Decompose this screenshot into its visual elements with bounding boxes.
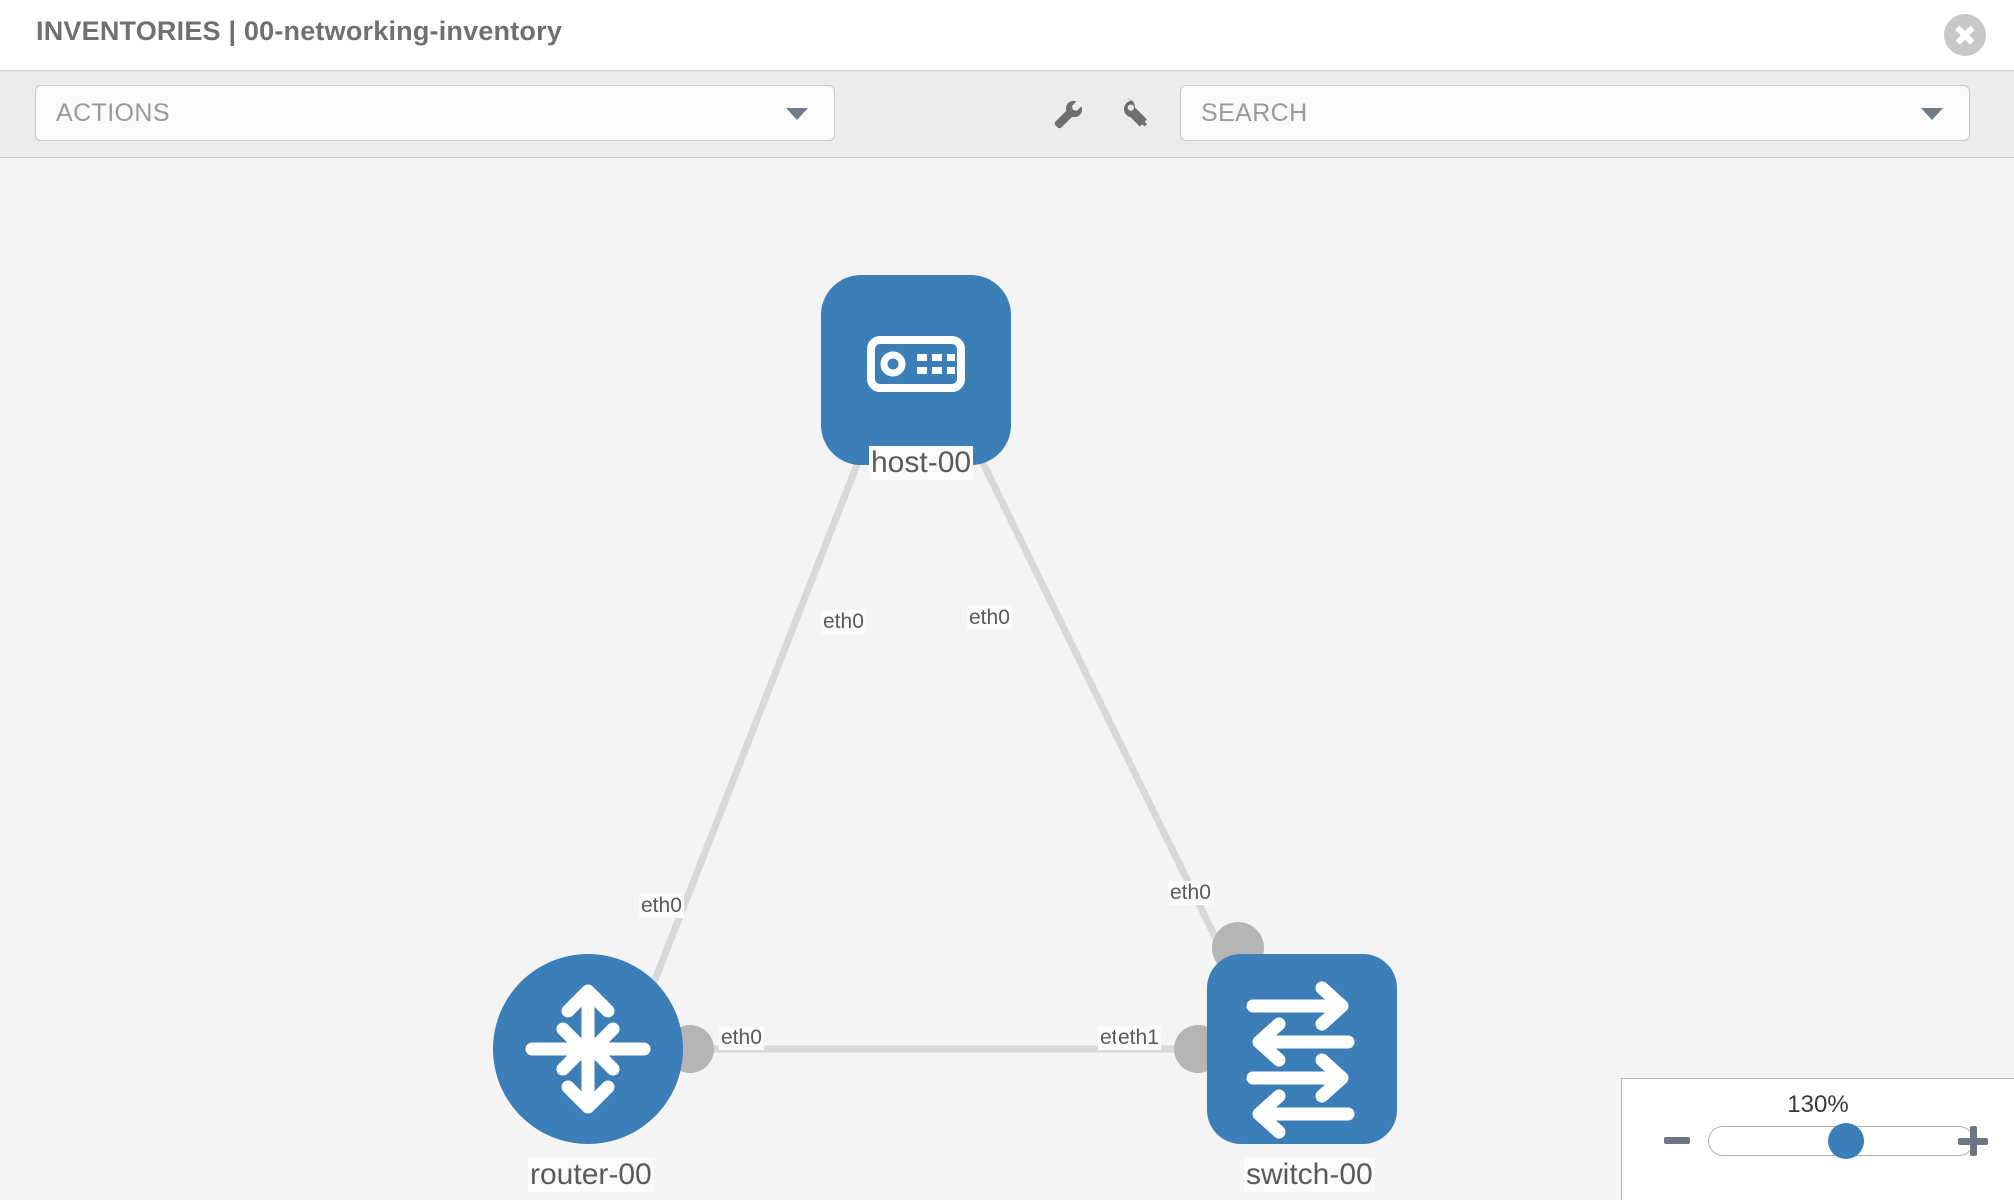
iface-label-switch-uplink: eth0 (1168, 881, 1213, 905)
close-icon[interactable] (1944, 14, 1986, 56)
zoom-control-panel: 130% (1621, 1078, 2014, 1200)
chevron-down-icon[interactable] (1921, 108, 1943, 120)
iface-label-router-uplink: eth0 (639, 894, 684, 918)
iface-label-host-to-router: eth0 (821, 610, 866, 634)
key-icon[interactable] (1118, 97, 1154, 133)
topology-canvas[interactable]: host-00 router-00 switch-00 eth0 eth0 et… (0, 158, 2014, 1200)
zoom-slider-thumb[interactable] (1827, 1123, 1864, 1159)
link-host-router (636, 404, 884, 1020)
node-label-host-00: host-00 (869, 446, 974, 480)
actions-dropdown[interactable]: ACTIONS (35, 85, 835, 141)
chevron-down-icon (786, 108, 808, 120)
iface-label-router-eth0: eth0 (719, 1026, 764, 1050)
search-placeholder: SEARCH (1201, 99, 1308, 127)
node-label-switch-00: switch-00 (1244, 1158, 1375, 1192)
toolbar: ACTIONS SEARCH (0, 70, 2014, 158)
iface-label-switch-eth1: eth1 (1116, 1026, 1161, 1050)
topology-graph[interactable] (0, 158, 2014, 1200)
plus-icon[interactable] (1958, 1126, 1988, 1156)
minus-icon[interactable] (1664, 1137, 1690, 1144)
node-router-00[interactable] (493, 954, 683, 1144)
actions-dropdown-label: ACTIONS (56, 99, 170, 127)
page-header: INVENTORIES | 00-networking-inventory (0, 0, 2014, 70)
zoom-level-label: 130% (1787, 1091, 1849, 1118)
router-arrows-icon (525, 984, 651, 1114)
node-switch-00[interactable] (1207, 954, 1397, 1144)
search-input[interactable]: SEARCH (1180, 85, 1970, 141)
page-title: INVENTORIES | 00-networking-inventory (36, 16, 563, 46)
wrench-icon[interactable] (1050, 97, 1086, 133)
node-label-router-00: router-00 (528, 1158, 654, 1192)
node-host-00[interactable] (821, 275, 1011, 465)
server-icon (867, 336, 965, 392)
switch-arrows-icon (1246, 981, 1355, 1139)
iface-label-host-to-switch: eth0 (967, 606, 1012, 630)
